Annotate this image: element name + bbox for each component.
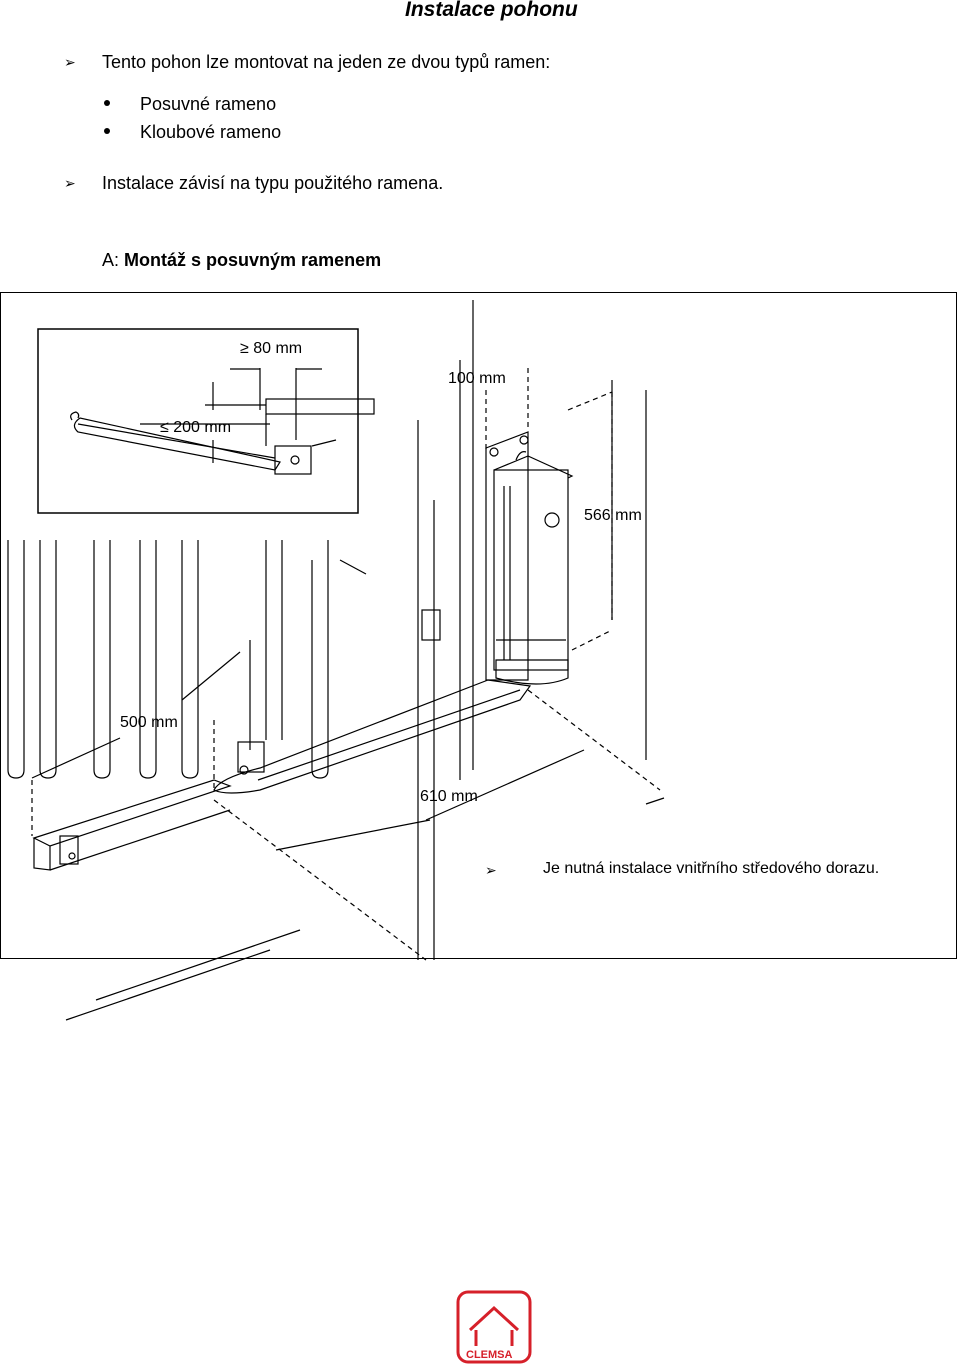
dim-610: 610 mm (420, 788, 478, 805)
arrow-bullet-icon: ➢ (64, 175, 76, 191)
section-prefix: A: (102, 250, 120, 270)
installation-diagram-frame (0, 292, 957, 959)
dim-min-80: ≥ 80 mm (240, 340, 302, 357)
dependency-text: Instalace závisí na typu použitého ramen… (102, 173, 444, 193)
arrow-bullet-icon: ➢ (485, 862, 497, 878)
dim-max-200: ≤ 200 mm (160, 419, 231, 436)
dim-500: 500 mm (120, 714, 178, 731)
arm-type-sliding: Posuvné rameno (140, 94, 277, 114)
section-title: Montáž s posuvným ramenem (124, 250, 382, 270)
logo-text: CLEMSA (466, 1349, 513, 1361)
bullet-dot-icon (104, 128, 110, 134)
intro-text: Tento pohon lze montovat na jeden ze dvo… (102, 52, 551, 72)
dim-566: 566 mm (584, 507, 642, 524)
note-text: Je nutná instalace vnitřního středového … (543, 860, 880, 877)
arrow-bullet-icon: ➢ (64, 54, 76, 70)
page-title: Instalace pohonu (405, 0, 578, 21)
bullet-dot-icon (104, 100, 110, 106)
section-heading: A: Montáž s posuvným ramenem (102, 250, 381, 271)
dim-100: 100 mm (448, 370, 506, 387)
arm-type-articulated: Kloubové rameno (140, 122, 282, 142)
